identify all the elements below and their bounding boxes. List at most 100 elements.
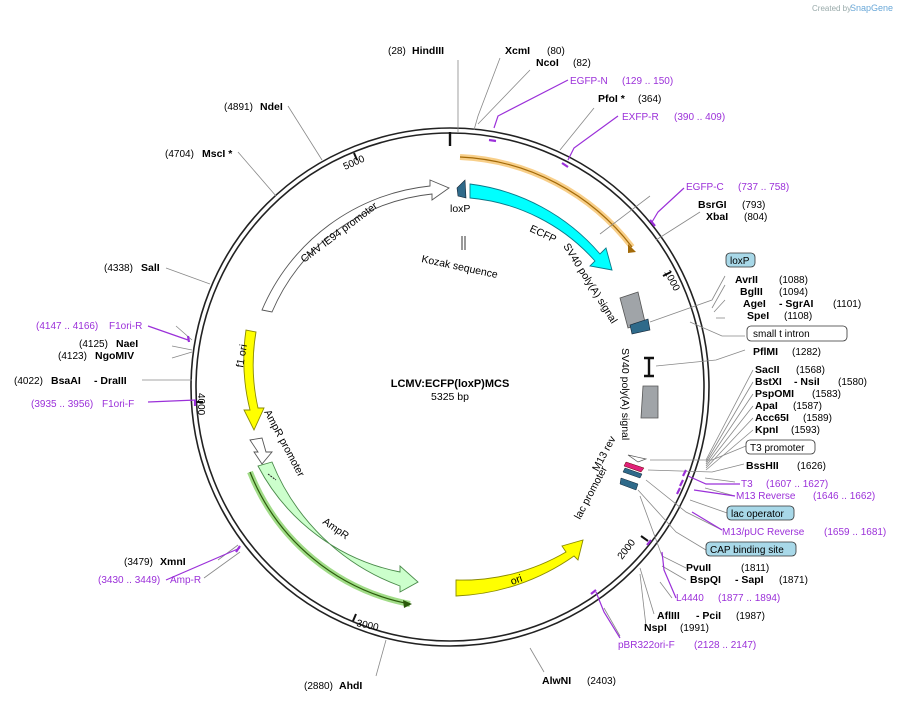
site-xcmi-name[interactable]: XcmI xyxy=(505,45,530,57)
site-bstxi-pos: (1580) xyxy=(838,377,867,388)
ori-feature[interactable] xyxy=(455,539,584,597)
cmv-promoter-feature[interactable] xyxy=(261,179,450,313)
site-pcii-name[interactable]: - PciI xyxy=(696,610,721,622)
cmv-promoter-label: CMV IE94 promoter xyxy=(299,200,381,266)
primer-f1orir-range: (4147 .. 4166) xyxy=(36,321,98,332)
site-pfoi-name[interactable]: PfoI * xyxy=(598,93,626,105)
site-apai-pos: (1587) xyxy=(793,401,822,412)
tick-label-1000: 1000 xyxy=(661,268,681,293)
site-avrii-pos: (1088) xyxy=(779,275,808,286)
loxp-label: loxP xyxy=(450,203,470,215)
primer-f1orif-name[interactable]: F1ori-F xyxy=(102,399,134,410)
site-msci-name[interactable]: MscI * xyxy=(202,148,233,160)
cap-binding-box-label: CAP binding site xyxy=(710,545,784,556)
primer-exfpr-range: (390 .. 409) xyxy=(674,112,725,123)
site-bglii-name[interactable]: BglII xyxy=(740,286,763,298)
primer-m13puc-name[interactable]: M13/pUC Reverse xyxy=(722,527,805,538)
site-naei-pos: (4125) xyxy=(79,339,108,350)
small-t-intron-feature[interactable] xyxy=(644,356,654,378)
site-avrii-name[interactable]: AvrII xyxy=(735,274,758,286)
site-ndei-name[interactable]: NdeI xyxy=(260,101,283,113)
site-acc65i-name[interactable]: Acc65I xyxy=(755,412,789,424)
site-bsaai-name[interactable]: BsaAI xyxy=(51,375,81,387)
t3-promoter-box-label: T3 promoter xyxy=(750,443,805,454)
primer-egfpc-name[interactable]: EGFP-C xyxy=(686,182,724,193)
site-bsshii-name[interactable]: BssHII xyxy=(746,460,779,472)
site-ahdi-name[interactable]: AhdI xyxy=(339,680,362,692)
site-pflmi-pos: (1282) xyxy=(792,347,821,358)
site-kpni-name[interactable]: KpnI xyxy=(755,424,778,436)
site-sapi-name[interactable]: - SapI xyxy=(735,574,764,586)
site-naei-name[interactable]: NaeI xyxy=(116,338,138,350)
site-pflmi-name[interactable]: PflMI xyxy=(753,346,778,358)
site-sacii-name[interactable]: SacII xyxy=(755,364,780,376)
lac-operator-box[interactable] xyxy=(726,505,795,521)
ecfp-feature[interactable] xyxy=(469,183,613,271)
cap-binding-box[interactable] xyxy=(705,541,797,557)
primer-t3-name[interactable]: T3 xyxy=(741,479,753,490)
lac-operator-feature[interactable] xyxy=(622,467,643,479)
site-kpni-pos: (1593) xyxy=(791,425,820,436)
site-alwni-pos: (2403) xyxy=(587,676,616,687)
site-spei-name[interactable]: SpeI xyxy=(747,310,769,322)
site-spei-pos: (1108) xyxy=(784,311,812,322)
site-sgrai-name[interactable]: - SgrAI xyxy=(779,298,814,310)
small-t-intron-box[interactable] xyxy=(746,325,848,342)
f1-ori-feature[interactable] xyxy=(243,329,265,432)
site-sacii-pos: (1568) xyxy=(796,365,825,376)
site-bsrgi-pos: (793) xyxy=(742,200,765,211)
primer-ampr-name[interactable]: Amp-R xyxy=(170,575,201,586)
site-sali-name[interactable]: SalI xyxy=(141,262,160,274)
site-alwni-name[interactable]: AlwNI xyxy=(542,675,571,687)
t3-promoter-box[interactable] xyxy=(745,439,816,455)
primer-egfpc-range: (737 .. 758) xyxy=(738,182,789,193)
ampr-promoter-feature[interactable] xyxy=(249,437,273,465)
leader-lines xyxy=(142,57,754,677)
loxp-box[interactable] xyxy=(725,252,756,268)
scale-ticks xyxy=(196,152,672,622)
site-draiii-name[interactable]: - DraIII xyxy=(94,375,127,387)
site-apai-name[interactable]: ApaI xyxy=(755,400,778,412)
cap-binding-feature[interactable] xyxy=(619,477,639,491)
m13-rev-feature[interactable] xyxy=(623,461,645,473)
site-ncoi-name[interactable]: NcoI xyxy=(536,57,559,69)
ecfp-orf-arc xyxy=(459,156,633,248)
sv40-polya-block-2[interactable] xyxy=(640,385,659,419)
site-bspqi-name[interactable]: BspQI xyxy=(690,574,721,586)
primer-exfpr-name[interactable]: EXFP-R xyxy=(622,112,659,123)
site-nspi-name[interactable]: NspI xyxy=(644,622,667,634)
site-xmni-name[interactable]: XmnI xyxy=(160,556,186,568)
site-pfoi-pos: (364) xyxy=(638,94,661,105)
primer-f1orir-name[interactable]: F1ori-R xyxy=(109,321,142,332)
site-afliii-pos: (1987) xyxy=(736,611,765,622)
site-bstxi-name[interactable]: BstXI xyxy=(755,376,782,388)
site-bsrgi-name[interactable]: BsrGI xyxy=(698,199,727,211)
primer-m13r-range: (1646 .. 1662) xyxy=(813,491,875,502)
created-by-text: Created by xyxy=(812,4,851,13)
ampr-label: AmpR xyxy=(320,516,351,543)
primer-pbr322-name[interactable]: pBR322ori-F xyxy=(618,640,675,651)
site-hindiii-name[interactable]: HindIII xyxy=(412,45,444,57)
site-agei-name[interactable]: AgeI xyxy=(743,298,766,310)
site-pspomi-name[interactable]: PspOMI xyxy=(755,388,794,400)
primer-m13puc-range: (1659 .. 1681) xyxy=(824,527,886,538)
site-nsii-name[interactable]: - NsiI xyxy=(794,376,820,388)
site-pvuii-name[interactable]: PvuII xyxy=(686,562,711,574)
primer-leaders xyxy=(147,79,740,639)
ampr-feature[interactable] xyxy=(257,461,419,593)
site-afliii-name[interactable]: AflIII xyxy=(657,610,680,622)
site-xbai-name[interactable]: XbaI xyxy=(706,211,728,223)
primer-l4440-name[interactable]: L4440 xyxy=(676,593,704,604)
loxp-feature[interactable] xyxy=(456,179,467,199)
site-agei-pos: (1101) xyxy=(833,299,861,310)
snapgene-logo: SnapGene xyxy=(850,3,893,13)
primer-egfpn-name[interactable]: EGFP-N xyxy=(570,76,608,87)
site-bspqi-pos: (1871) xyxy=(779,575,808,586)
primer-m13r-name[interactable]: M13 Reverse xyxy=(736,491,796,502)
t3-promoter-feature[interactable] xyxy=(627,454,648,463)
primer-f1orif-range: (3935 .. 3956) xyxy=(31,399,93,410)
tick-label-2000: 2000 xyxy=(616,537,639,562)
site-ngomiv-name[interactable]: NgoMIV xyxy=(95,350,134,362)
loxp-second-feature[interactable] xyxy=(629,318,651,335)
